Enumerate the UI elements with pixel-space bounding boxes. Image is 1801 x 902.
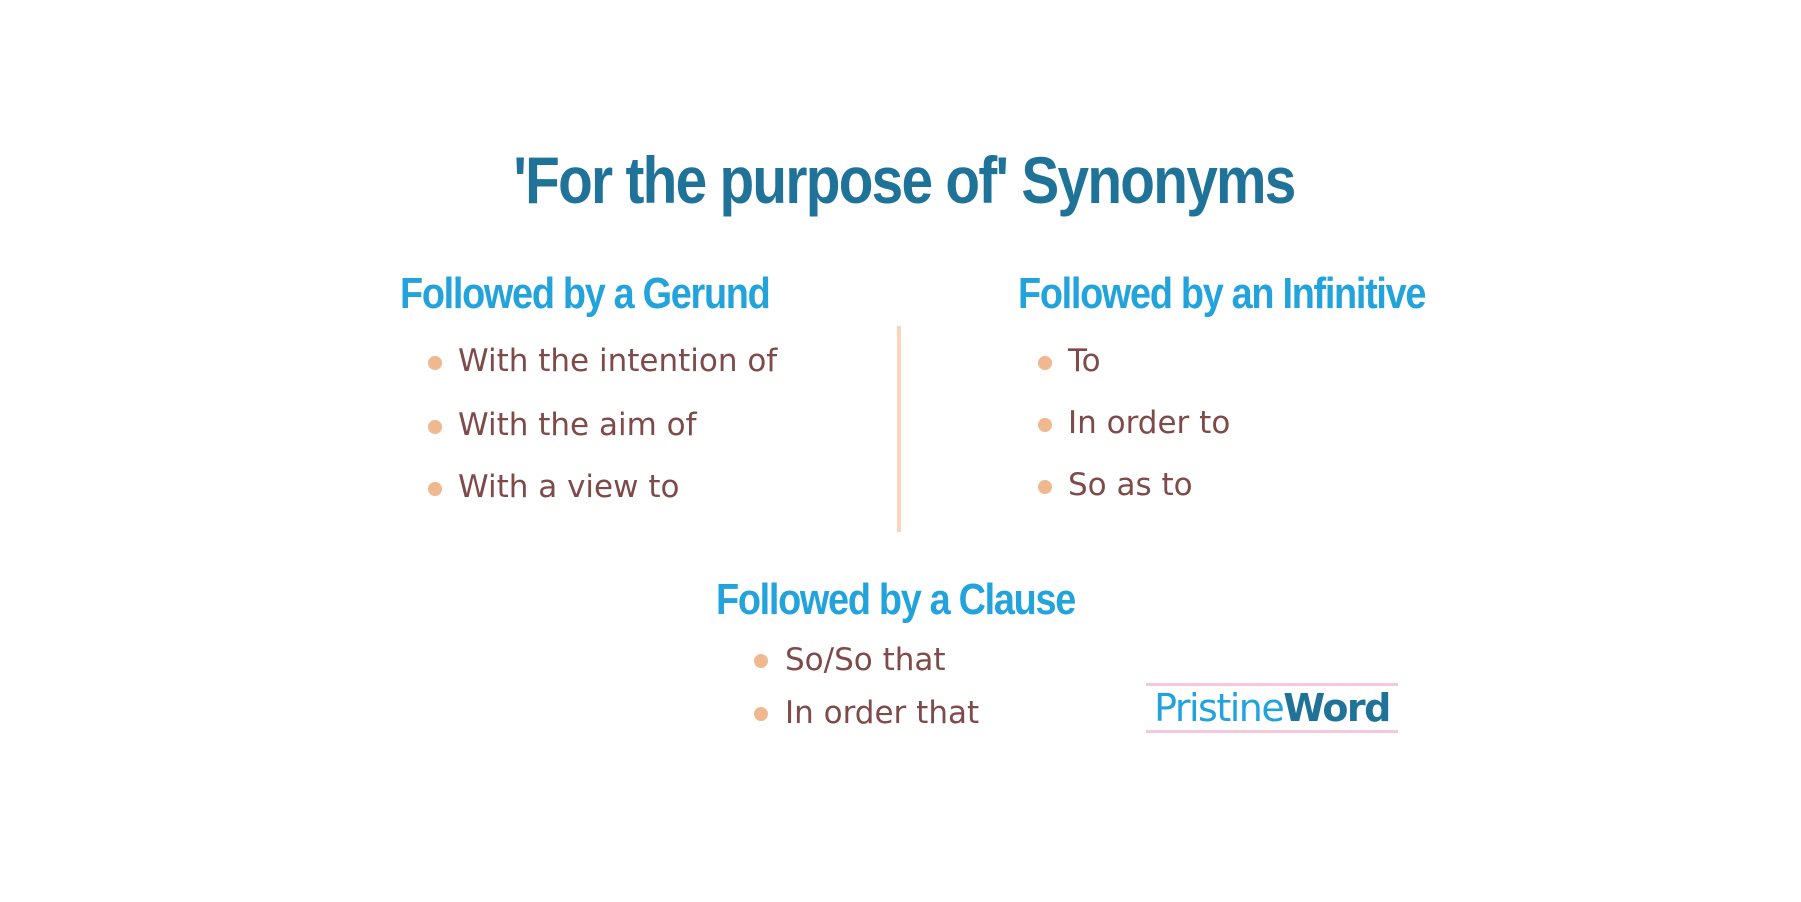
bullet-icon <box>1038 356 1052 370</box>
bullet-icon <box>1038 480 1052 494</box>
list-item: In order that <box>785 695 980 731</box>
section-heading-clause: Followed by a Clause <box>716 575 1076 624</box>
column-divider <box>897 326 901 532</box>
bullet-icon <box>754 707 768 721</box>
bullet-icon <box>754 654 768 668</box>
bullet-icon <box>428 356 442 370</box>
bullet-icon <box>1038 418 1052 432</box>
list-item: To <box>1068 343 1101 379</box>
section-heading-infinitive: Followed by an Infinitive <box>1018 269 1426 318</box>
list-item: In order to <box>1068 405 1231 441</box>
list-item: With the aim of <box>458 407 697 443</box>
pristineword-logo: PristineWord <box>1146 683 1398 733</box>
bullet-icon <box>428 420 442 434</box>
logo-part-word: Word <box>1283 686 1391 730</box>
section-heading-gerund: Followed by a Gerund <box>400 269 771 318</box>
list-item: With the intention of <box>458 343 778 379</box>
list-item: With a view to <box>458 469 680 505</box>
bullet-icon <box>428 482 442 496</box>
list-item: So as to <box>1068 467 1193 503</box>
logo-part-pristine: Pristine <box>1154 686 1285 730</box>
list-item: So/So that <box>785 642 946 678</box>
page-title: 'For the purpose of' Synonyms <box>513 143 1296 217</box>
